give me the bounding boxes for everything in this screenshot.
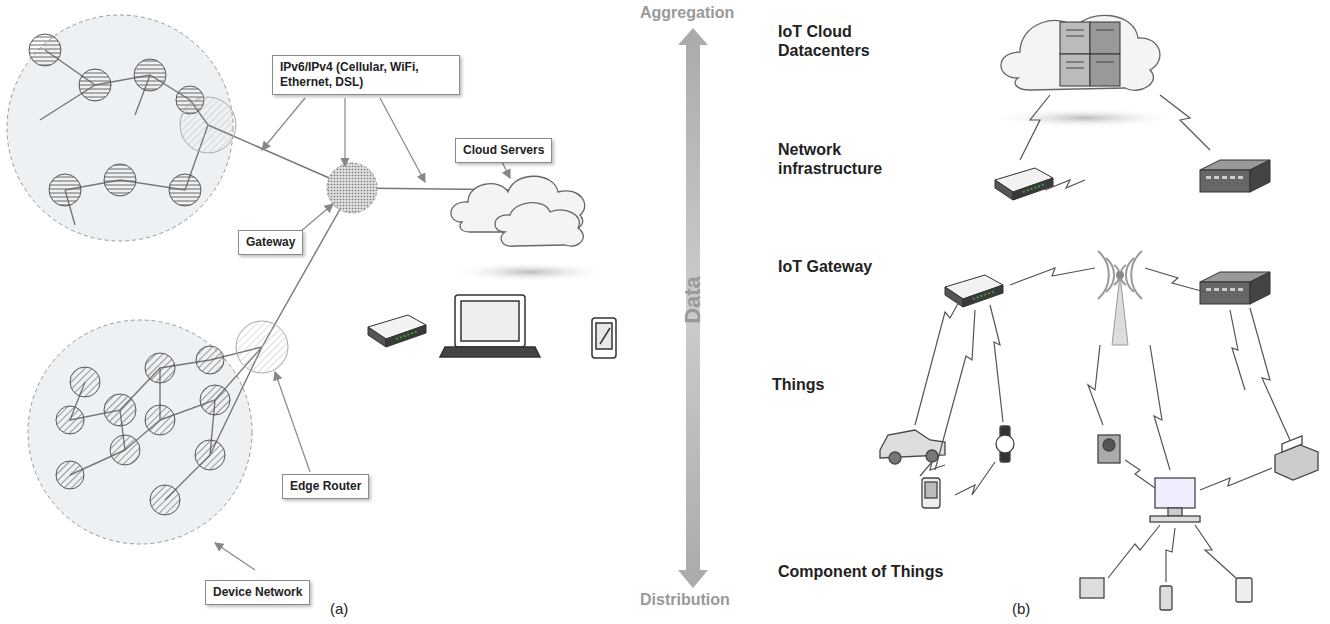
callout-text: Device Network bbox=[213, 585, 302, 600]
callout-box: Edge Router bbox=[282, 474, 369, 499]
tier-label: Network infrastructure bbox=[778, 140, 898, 178]
tier-label: IoT Gateway bbox=[778, 258, 872, 276]
callout-text: IPv6/IPv4 (Cellular, WiFi, Ethernet, DSL… bbox=[280, 60, 452, 90]
callout-box: IPv6/IPv4 (Cellular, WiFi, Ethernet, DSL… bbox=[272, 55, 460, 95]
callout-box: Gateway bbox=[238, 230, 303, 255]
tier-label: Things bbox=[772, 376, 824, 394]
tier-label: IoT Cloud Datacenters bbox=[778, 22, 908, 60]
callout-box: Device Network bbox=[205, 580, 310, 605]
callout-text: Edge Router bbox=[290, 479, 361, 494]
callout-text: Cloud Servers bbox=[463, 143, 544, 158]
axis-end-label: Distribution bbox=[640, 591, 730, 609]
panel-caption: (b) bbox=[1012, 600, 1030, 617]
callout-text: Gateway bbox=[246, 235, 295, 250]
tier-label: Component of Things bbox=[778, 563, 943, 581]
panel-caption: (a) bbox=[330, 600, 348, 617]
axis-end-label: Aggregation bbox=[640, 4, 734, 22]
callout-box: Cloud Servers bbox=[455, 138, 552, 163]
axis-label: Data bbox=[680, 276, 706, 324]
